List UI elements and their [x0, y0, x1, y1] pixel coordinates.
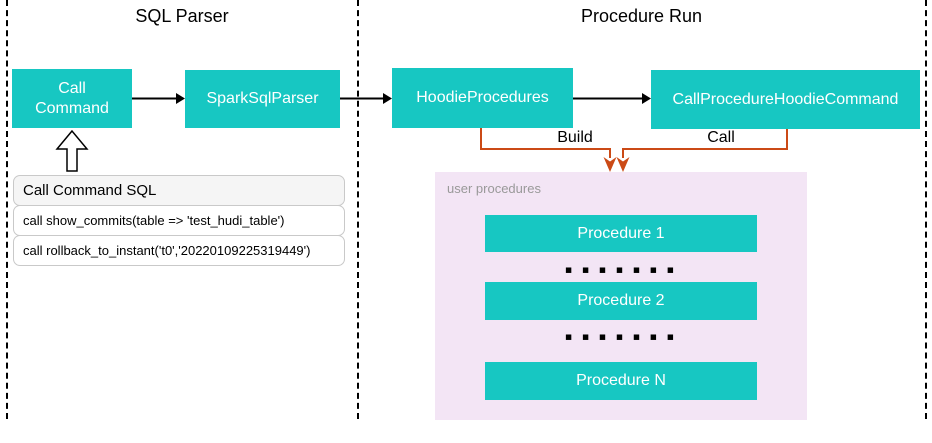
node-procedure-n: Procedure N: [485, 362, 757, 400]
sql-row-rollback-to-instant: call rollback_to_instant('t0','202201092…: [13, 235, 345, 266]
ellipsis-dots-2: ▪ ▪ ▪ ▪ ▪ ▪ ▪: [564, 330, 678, 343]
user-procedures-label: user procedures: [447, 181, 541, 196]
node-hoodie-procedures: HoodieProcedures: [392, 68, 573, 128]
edge-label-call: Call: [707, 129, 735, 146]
node-call-procedure-hoodie-command: CallProcedureHoodieCommand: [651, 70, 920, 129]
section-title-sql-parser: SQL Parser: [135, 6, 229, 26]
ellipsis-dots-1: ▪ ▪ ▪ ▪ ▪ ▪ ▪: [564, 263, 678, 276]
node-procedure-1: Procedure 1: [485, 215, 757, 252]
node-spark-sql-parser: SparkSqlParser: [185, 70, 340, 128]
arrow-callcommand-to-sparksqlparser: [132, 93, 185, 104]
user-procedures-panel: user procedures Procedure 1 ▪ ▪ ▪ ▪ ▪ ▪ …: [435, 172, 807, 420]
dashed-border-left: [6, 0, 8, 419]
node-call-command: Call Command: [12, 69, 132, 128]
sql-panel: Call Command SQL call show_commits(table…: [13, 175, 345, 266]
node-procedure-2: Procedure 2: [485, 282, 757, 320]
dashed-border-middle: [357, 0, 359, 419]
arrow-hoodieprocedures-to-callprocedurehoodiecommand: [573, 93, 651, 104]
edge-label-build: Build: [557, 129, 593, 146]
sql-row-show-commits: call show_commits(table => 'test_hudi_ta…: [13, 205, 345, 236]
arrow-sparksqlparser-to-hoodieprocedures: [340, 93, 392, 104]
sql-panel-header: Call Command SQL: [13, 175, 345, 206]
dashed-border-right: [925, 0, 927, 419]
section-title-procedure-run: Procedure Run: [580, 6, 703, 26]
hollow-up-arrow: [55, 129, 89, 172]
